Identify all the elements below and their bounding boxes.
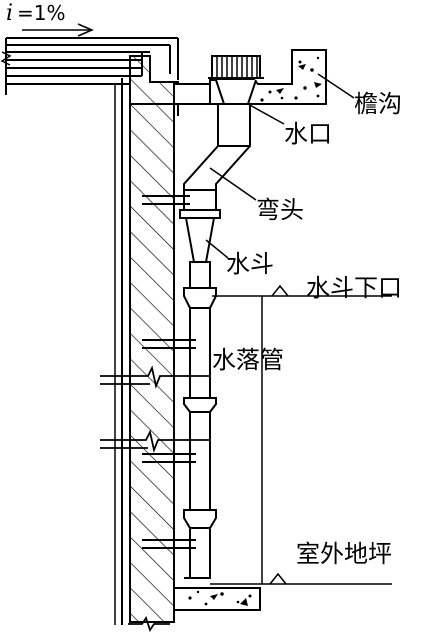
- label-downpipe: 水落管: [212, 346, 284, 374]
- downpipe: [183, 287, 217, 579]
- slope-annotation: i =1%: [6, 1, 94, 37]
- slope-value: =1%: [17, 1, 66, 25]
- level-lines: [210, 284, 392, 585]
- elbow-pipe: [183, 103, 251, 210]
- label-outlet: 水口: [284, 120, 332, 148]
- rain-hopper: [179, 209, 221, 289]
- outlet-strainer: [208, 55, 264, 79]
- pipe-brackets: [142, 195, 196, 549]
- leader-lines: [205, 73, 355, 259]
- label-gutter: 檐沟: [354, 90, 402, 118]
- slope-symbol: i: [6, 1, 13, 26]
- outlet-pipe: [215, 79, 257, 105]
- label-hopper: 水斗: [226, 250, 274, 278]
- wall-body: [129, 103, 175, 623]
- label-hopper-bottom: 水斗下口: [306, 274, 402, 302]
- wall-break-lines: [100, 365, 210, 633]
- ground-slab: [173, 587, 261, 611]
- label-elbow: 弯头: [256, 196, 304, 224]
- label-ground: 室外地坪: [296, 540, 392, 568]
- eave-beam: [173, 83, 215, 105]
